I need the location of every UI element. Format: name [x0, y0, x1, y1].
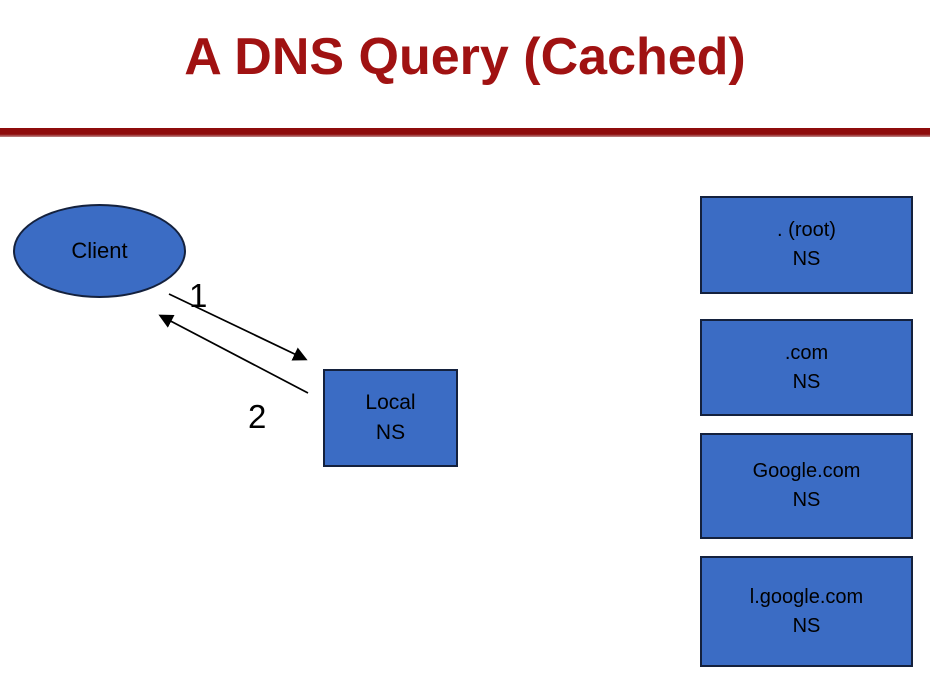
com-ns-label-line1: .com	[784, 341, 829, 364]
title-divider-rule	[0, 128, 930, 137]
local-ns-label-line1: Local	[365, 390, 416, 414]
google-ns-node: Google.com NS	[700, 433, 913, 539]
com-ns-label-line2: NS	[792, 370, 821, 393]
root-ns-label-line1: . (root)	[777, 219, 836, 241]
google-ns-label-line2: NS	[792, 489, 821, 511]
lgoogle-ns-label-line2: NS	[792, 614, 821, 637]
root-ns-label-line2: NS	[792, 248, 821, 270]
lgoogle-ns-label-line1: l.google.com	[749, 585, 864, 608]
arrow-response-localns-to-client	[158, 314, 309, 394]
local-ns-label-line2: NS	[375, 421, 406, 444]
com-ns-node: .com NS	[700, 319, 913, 416]
arrow-2-step-label: 2	[248, 398, 267, 435]
google-ns-label-line1: Google.com	[752, 460, 861, 482]
arrow-1-step-label: 1	[189, 277, 208, 314]
root-ns-node: . (root) NS	[700, 196, 913, 294]
client-node-label: Client	[71, 238, 128, 264]
slide-title: A DNS Query (Cached)	[184, 28, 746, 86]
lgoogle-ns-node: l.google.com NS	[700, 556, 913, 667]
client-node: Client	[13, 204, 186, 298]
local-ns-node: Local NS	[323, 369, 458, 467]
